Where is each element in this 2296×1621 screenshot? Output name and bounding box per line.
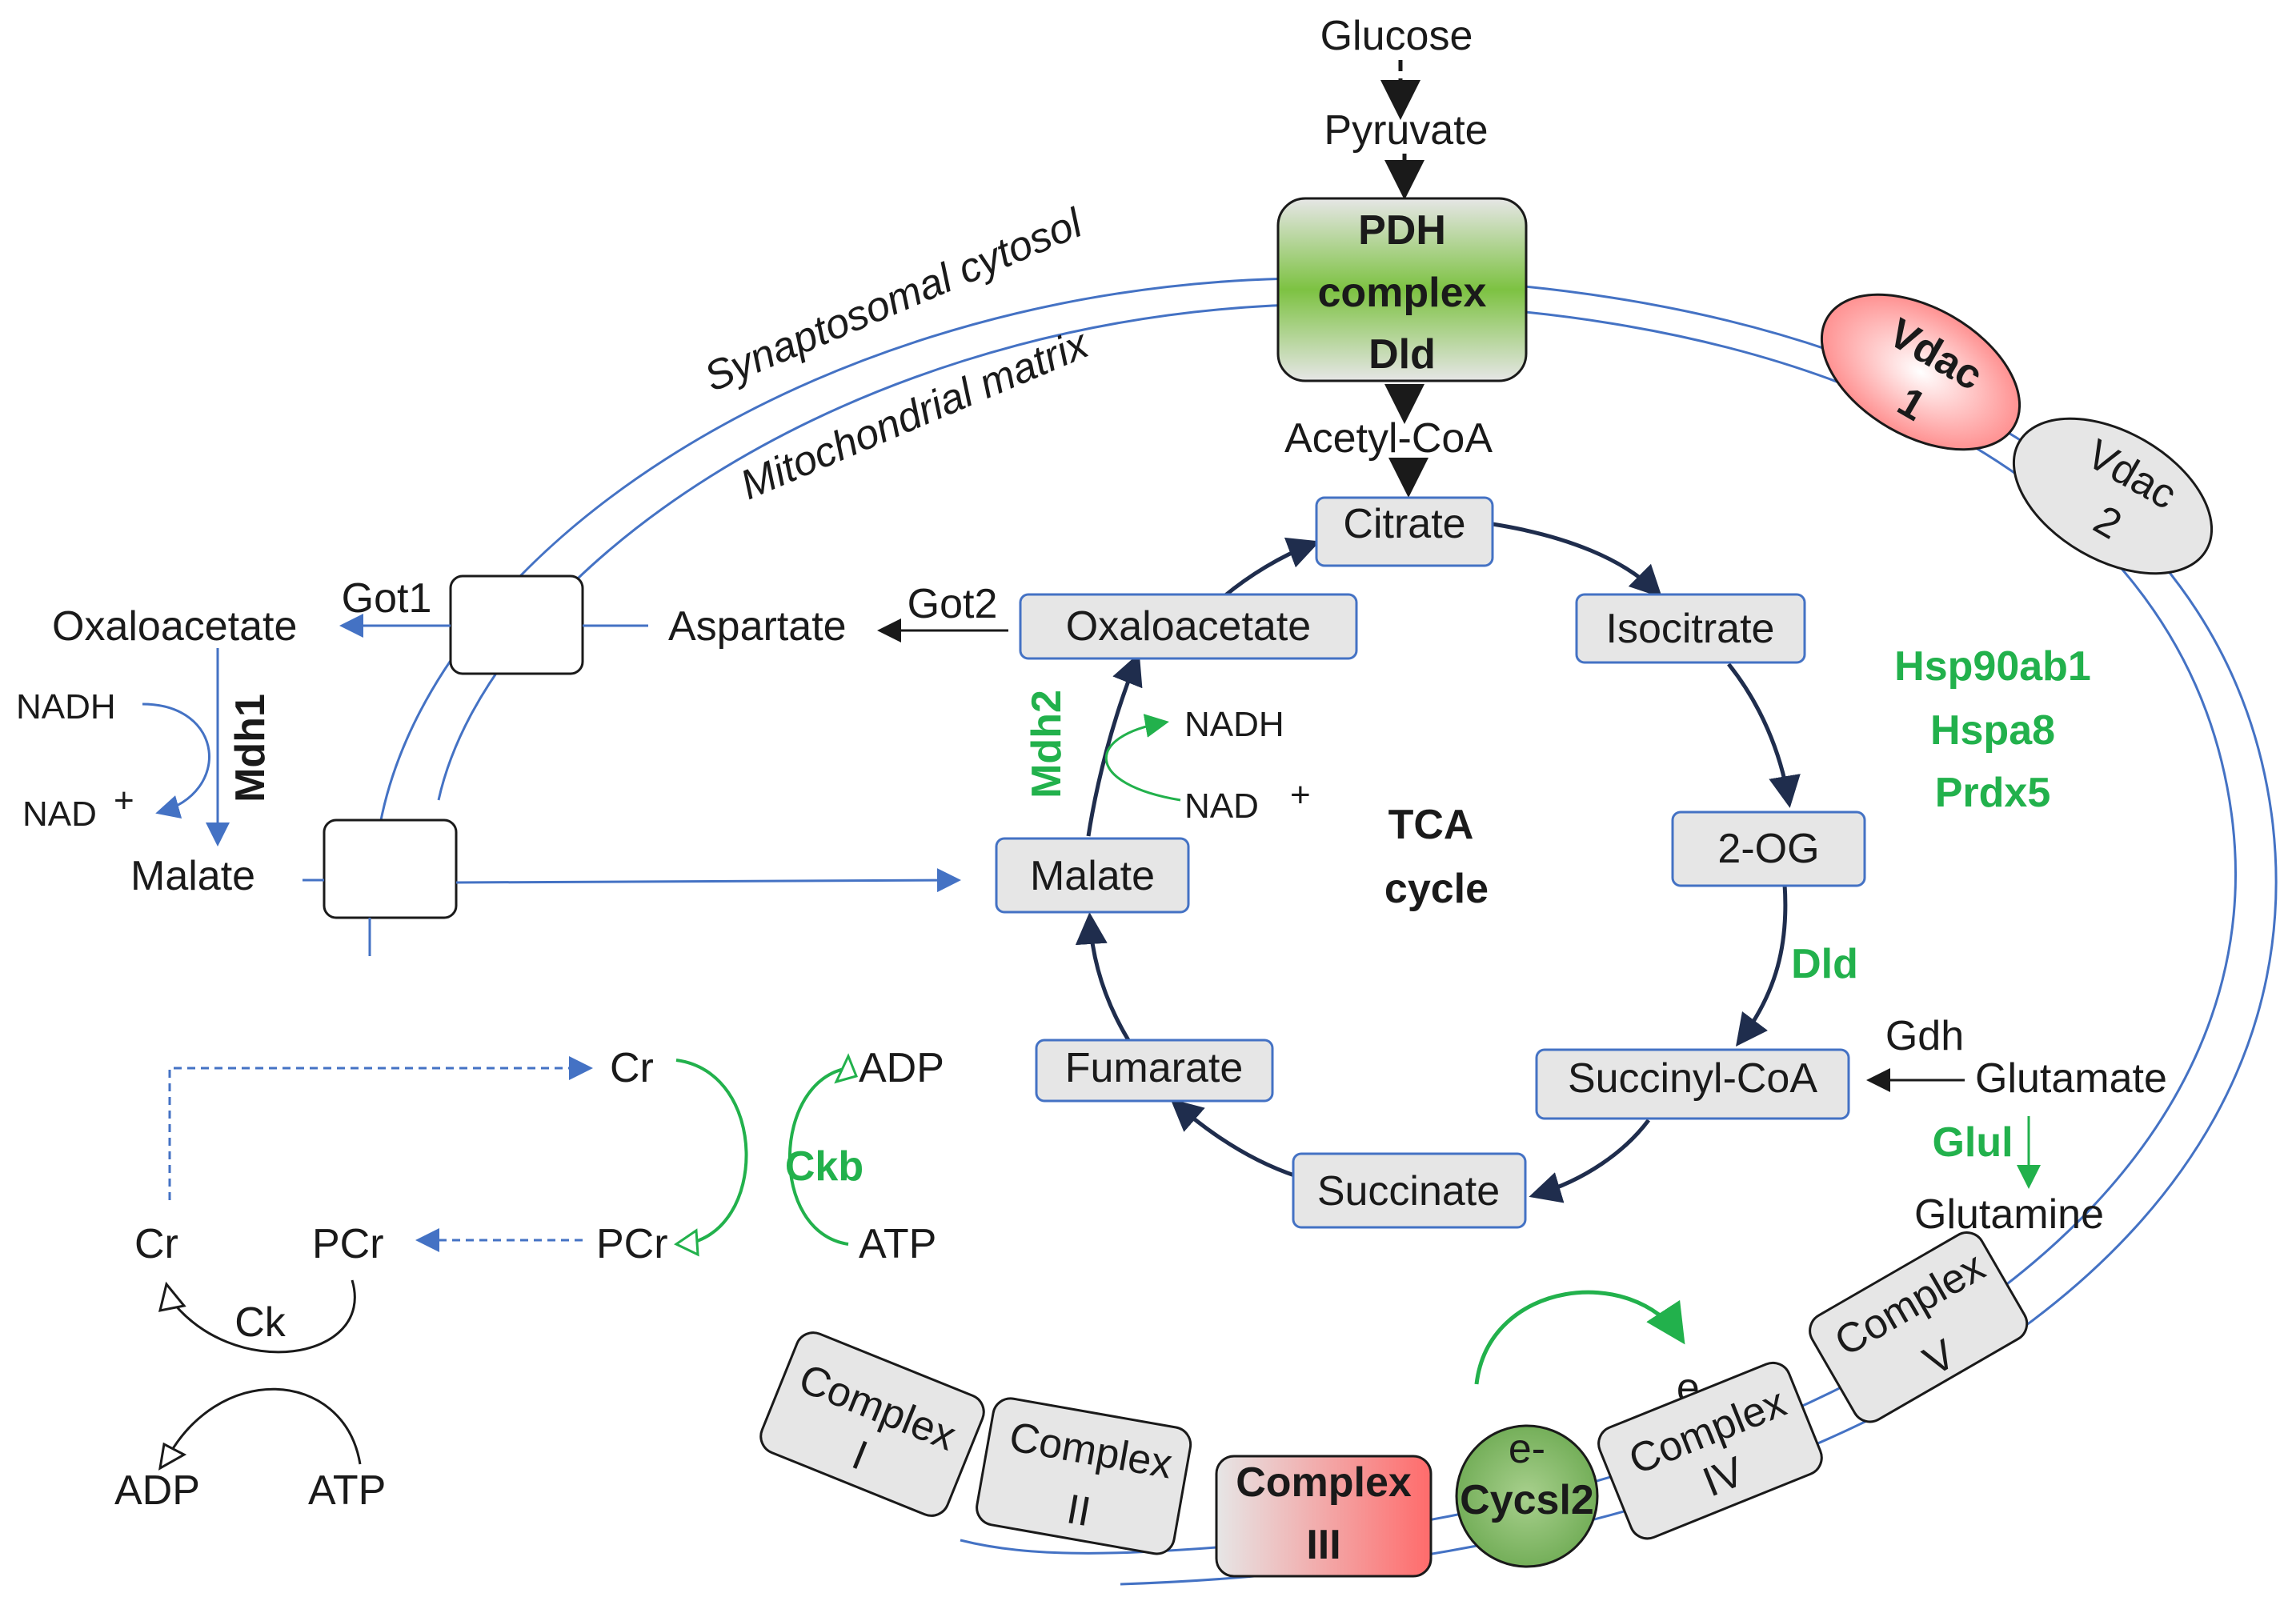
creatine-pcr-mid: PCr — [596, 1221, 668, 1267]
vdac1 — [1820, 293, 2022, 451]
glul-label: Glul — [1932, 1119, 2013, 1166]
ckb-arrowhead-adp-icon — [834, 1053, 859, 1084]
acetyl-coa-label: Acetyl-CoA — [1284, 415, 1493, 462]
tca-center-line1: TCA — [1388, 802, 1474, 848]
dld-tca-label: Dld — [1791, 941, 1858, 987]
glutamine-label: Glutamine — [1914, 1191, 2104, 1238]
ck-arrowhead-adp-icon — [158, 1442, 187, 1471]
ck-arrowhead-cr-icon — [158, 1281, 186, 1312]
creatine-pcr-left: PCr — [312, 1221, 384, 1267]
mdh2-label: Mdh2 — [1024, 690, 1070, 798]
mdh2-nadh-label: NADH — [1184, 705, 1284, 744]
isocitrate-label: Isocitrate — [1606, 606, 1775, 652]
fumarate-label: Fumarate — [1065, 1045, 1244, 1091]
ckb-arrowhead-pcr-icon — [674, 1228, 699, 1257]
pdh-line1: PDH — [1358, 207, 1446, 254]
ck-crossing-arrows-icon — [162, 1279, 362, 1465]
vdac2 — [2012, 417, 2214, 575]
chaperone-hspa8: Hspa8 — [1930, 707, 2055, 754]
cytosol-oxaloacetate-label: Oxaloacetate — [52, 603, 297, 650]
creatine-cr-top: Cr — [610, 1045, 654, 1091]
2og-label: 2-OG — [1717, 826, 1819, 872]
transporter-bottom — [323, 819, 458, 919]
cycs-line2: Cycsl2 — [1460, 1477, 1594, 1523]
pdh-complex-box — [1276, 197, 1528, 382]
creatine-atp-mid: ATP — [859, 1221, 936, 1267]
cytosol-malate-label: Malate — [130, 853, 255, 899]
mdh2-nad-plus: + — [1290, 775, 1311, 815]
oxaloacetate-tca-label: Oxaloacetate — [1066, 603, 1311, 650]
mdh1-cofactor-arrow-icon — [142, 702, 210, 819]
succinyl-coa-label: Succinyl-CoA — [1568, 1055, 1817, 1102]
ck-label: Ck — [234, 1299, 286, 1346]
transporter-to-tca-malate-arrow — [455, 868, 961, 893]
creatine-atp-bottom: ATP — [308, 1467, 386, 1514]
mdh1-nadh-label: NADH — [16, 687, 116, 726]
complex-2 — [976, 1397, 1192, 1555]
glucose-label: Glucose — [1320, 13, 1473, 59]
complex-3 — [1215, 1455, 1432, 1578]
succinate-label: Succinate — [1317, 1168, 1500, 1215]
creatine-adp-top: ADP — [859, 1045, 944, 1091]
electron-transfer-arrow-icon — [1474, 1290, 1685, 1385]
ckb-label: Ckb — [785, 1143, 864, 1190]
transporter-top — [449, 574, 584, 675]
pyruvate-label: Pyruvate — [1324, 107, 1488, 154]
mdh1-nad-plus: + — [114, 781, 134, 820]
got2-label: Got2 — [908, 581, 998, 627]
mdh1-label: Mdh1 — [227, 694, 274, 802]
mdh2-cofactor-arrow-icon — [1104, 714, 1181, 802]
creatine-adp-bottom: ADP — [114, 1467, 200, 1514]
mdh1-nad-label: NAD — [22, 794, 97, 834]
complex3-line1: Complex — [1236, 1459, 1412, 1506]
cycs-line1: e- — [1509, 1426, 1545, 1472]
complex-1 — [759, 1331, 985, 1517]
malate-tca-label: Malate — [1030, 853, 1155, 899]
chaperone-hsp90ab1: Hsp90ab1 — [1894, 643, 2091, 690]
mdh2-nad-label: NAD — [1184, 786, 1259, 826]
tca-center-line2: cycle — [1384, 866, 1489, 912]
ckb-crossing-arrows-icon — [675, 1059, 849, 1246]
creatine-cr-left: Cr — [134, 1221, 178, 1267]
complex3-line2: III — [1306, 1522, 1340, 1568]
tca-cycle-arrows — [1075, 522, 1801, 1203]
aspartate-label: Aspartate — [668, 603, 847, 650]
got1-label: Got1 — [342, 575, 432, 622]
glutamate-label: Glutamate — [1975, 1055, 2167, 1102]
cr-recycle-dashed-arrow — [168, 1056, 593, 1200]
tca-metabolite-boxes — [995, 496, 1866, 1229]
citrate-label: Citrate — [1343, 501, 1465, 547]
mitochondrial-membrane — [379, 276, 2278, 1586]
cycs-circle — [1455, 1424, 1599, 1568]
complex-5 — [1809, 1231, 2029, 1423]
pdh-line3: Dld — [1368, 331, 1436, 378]
gdh-label: Gdh — [1885, 1013, 1964, 1059]
complex-4 — [1597, 1361, 1823, 1540]
pdh-line2: complex — [1318, 270, 1487, 316]
chaperone-prdx5: Prdx5 — [1935, 770, 2051, 816]
